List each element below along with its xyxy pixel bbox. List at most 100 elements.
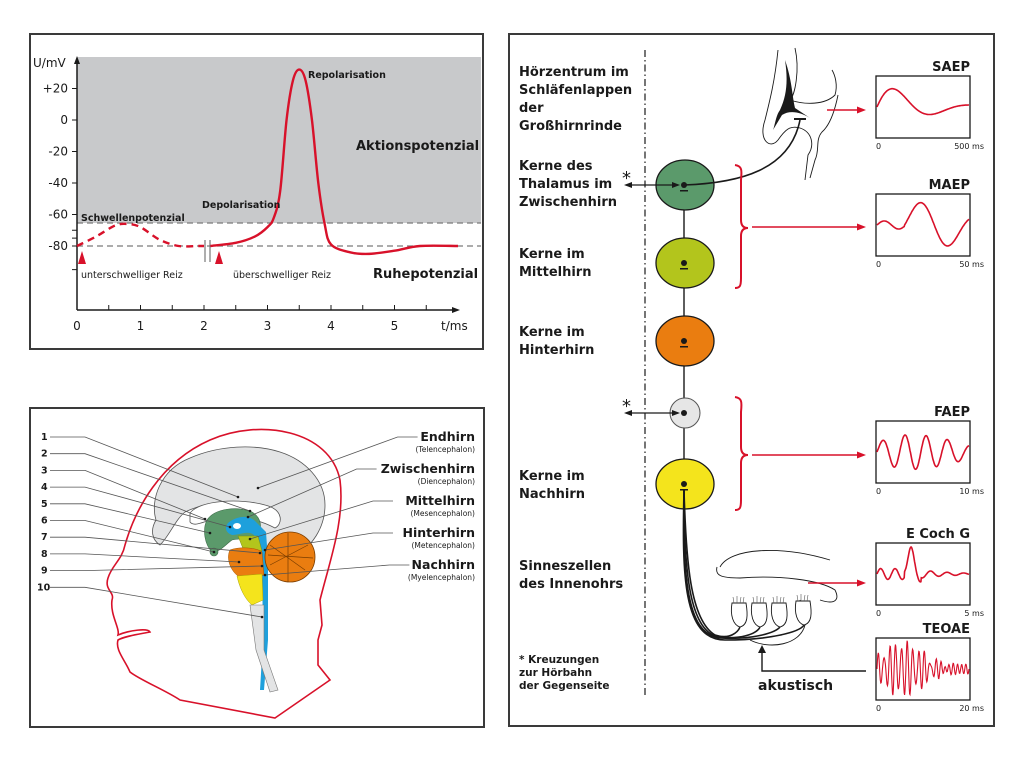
region-latin: (Myelencephalon)	[408, 573, 475, 582]
auditory-diagram: Hörzentrum imSchläfenlappenderGroßhirnri…	[519, 47, 984, 713]
x-tick-label: 4	[327, 319, 335, 333]
waveform-end-label: 20 ms	[959, 704, 984, 713]
leader-dot	[212, 550, 216, 554]
structure-number: 4	[41, 482, 48, 493]
sulcus	[773, 60, 810, 130]
stimulus-marker-icon	[78, 251, 86, 264]
region-leader-line	[247, 468, 377, 518]
leader-line	[50, 586, 263, 618]
brace-brainstem	[734, 396, 749, 511]
leader-dot	[258, 551, 262, 555]
arrow-right-icon	[857, 451, 866, 459]
crossing-marker: *	[622, 168, 631, 189]
x-axis-arrow-icon	[452, 307, 460, 313]
waveform-maep: MAEP 0 50 ms	[875, 178, 984, 269]
leader-dot	[236, 495, 240, 499]
structure-number: 9	[41, 566, 48, 577]
region-latin: (Metencephalon)	[411, 541, 475, 550]
pathway-level-label: Großhirnrinde	[519, 119, 622, 134]
waveform-title: SAEP	[932, 60, 970, 75]
structure-number: 2	[41, 449, 48, 460]
pathway-level-label: Sinneszellen	[519, 559, 611, 574]
threshold-label: Schwellenpotenzial	[81, 213, 185, 224]
arrow-right-icon	[857, 106, 866, 114]
pathway-level-label: Kerne im	[519, 325, 585, 340]
waveform-end-label: 5 ms	[964, 609, 984, 618]
region-leader-line	[264, 532, 393, 551]
region-leader-line	[257, 436, 418, 489]
pathway-level-label: Schläfenlappen	[519, 83, 632, 98]
leader-line	[50, 503, 211, 534]
region-name: Endhirn	[420, 429, 475, 444]
waveform-trace	[876, 434, 970, 471]
leader-dot	[203, 517, 207, 521]
waveform-title: MAEP	[929, 178, 970, 193]
leader-dot	[237, 560, 241, 564]
pathway-level-label: Hinterhirn	[519, 343, 594, 358]
structure-number: 7	[41, 532, 48, 543]
structure-number: 10	[37, 582, 51, 593]
footnote-line: * Kreuzungen	[519, 654, 599, 666]
pathway-level-label: Kerne im	[519, 247, 585, 262]
y-tick-label: -80	[48, 239, 68, 253]
pathway-level-label: Nachhirn	[519, 487, 585, 502]
structure-number: 8	[41, 549, 48, 560]
y-tick-label: -40	[48, 176, 68, 190]
pathway-level-label: Kerne im	[519, 469, 585, 484]
cerebellum-folia	[267, 533, 314, 582]
pathway-level-label: Thalamus im	[519, 177, 612, 192]
leader-dot	[260, 564, 264, 568]
leader-line	[50, 486, 231, 528]
waveform-trace	[876, 201, 970, 247]
arrow-right-icon	[857, 579, 866, 587]
leader-dot	[263, 548, 267, 552]
thalamocortical-fiber	[683, 119, 801, 186]
waveform-end-label: 10 ms	[959, 487, 984, 496]
stereocilia	[732, 594, 809, 604]
region-name: Nachhirn	[412, 557, 475, 572]
y-axis-arrow-icon	[74, 56, 80, 64]
suprathreshold-stimulus-label: überschwelliger Reiz	[233, 270, 331, 281]
synapse-bar	[794, 118, 806, 120]
stimulus-marker-icon	[215, 251, 223, 264]
waveform-trace	[876, 546, 970, 583]
region-latin: (Diencephalon)	[418, 477, 475, 486]
waveform-frame	[875, 542, 971, 606]
leader-line	[50, 453, 251, 512]
auditory-nerve-fibers	[682, 489, 805, 641]
aktionspotenzial-label: Aktionspotenzial	[356, 139, 479, 154]
x-tick-label: 0	[73, 319, 81, 333]
acoustic-stimulus-arrow	[761, 650, 866, 672]
waveform-trace	[876, 87, 969, 116]
depolarisation-label: Depolarisation	[202, 200, 281, 211]
x-axis-label: t/ms	[441, 319, 468, 333]
waveform-start-label: 0	[876, 260, 881, 269]
waveform-end-label: 500 ms	[954, 142, 984, 151]
arrow-left-icon	[624, 182, 632, 188]
metencephalon-pons	[228, 547, 265, 579]
arrow-left-icon	[624, 410, 632, 416]
region-leader-line	[249, 500, 393, 540]
synapse-dots	[680, 182, 688, 491]
pathway-level-label: Kerne des	[519, 159, 593, 174]
region-leader-line	[264, 564, 410, 576]
waveform-start-label: 0	[876, 142, 881, 151]
y-tick-label: -60	[48, 208, 68, 222]
action-potential-curve	[210, 68, 459, 256]
structure-number: 3	[41, 465, 48, 476]
spinal-cord	[249, 604, 279, 693]
y-tick-label: -20	[48, 145, 68, 159]
waveform-end-label: 50 ms	[959, 260, 984, 269]
region-name: Zwischenhirn	[381, 461, 475, 476]
repolarisation-label: Repolarisation	[308, 70, 386, 81]
region-name: Hinterhirn	[402, 525, 475, 540]
waveform-start-label: 0	[876, 487, 881, 496]
region-latin: (Telencephalon)	[416, 445, 476, 454]
pathway-level-label: des Innenohrs	[519, 577, 623, 592]
